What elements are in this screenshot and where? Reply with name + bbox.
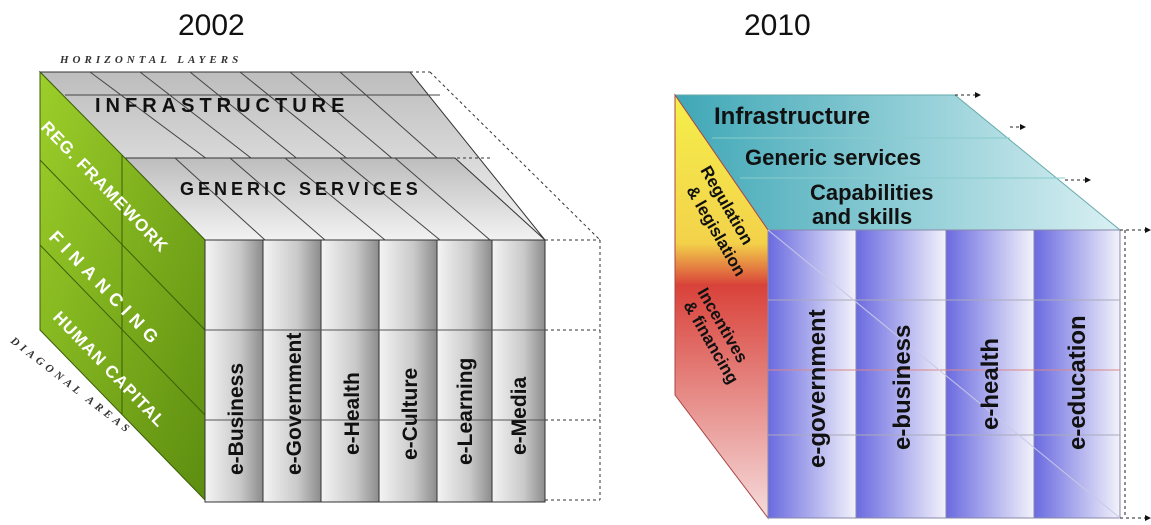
column-e-government — [262, 239, 322, 503]
vertical-columns-2010 — [767, 229, 1121, 519]
column-e-business-2010 — [855, 229, 947, 519]
green-divisions — [39, 155, 206, 416]
column-e-government-2010 — [767, 229, 857, 519]
vertical-e-education-2010: e-education — [1064, 315, 1091, 450]
horizontal-layers-header: HORIZONTAL LAYERS — [59, 54, 242, 66]
vertical-e-business-2010: e-business — [889, 325, 916, 450]
column-e-learning — [436, 239, 493, 503]
layer-generic-services: GENERIC SERVICES — [180, 179, 422, 199]
year-2002: 2002 — [178, 9, 245, 42]
column-e-health-2010 — [945, 229, 1035, 519]
layer-and-skills: and skills — [812, 204, 912, 229]
column-e-health — [320, 239, 380, 503]
layer-generic-services-2010: Generic services — [745, 145, 921, 170]
layer-capabilities: Capabilities — [810, 180, 933, 205]
column-e-business — [204, 239, 264, 503]
layer-infrastructure: INFRASTRUCTURE — [95, 95, 349, 117]
vertical-e-learning: e-Learning — [454, 358, 477, 465]
dashed-guides-2002 — [410, 71, 601, 501]
vertical-e-culture: e-Culture — [399, 368, 422, 460]
arrow-heads-2010 — [975, 92, 1151, 521]
column-e-culture — [378, 239, 438, 503]
dashed-guides-2010 — [955, 94, 1145, 519]
vertical-e-media: e-Media — [508, 376, 531, 455]
generic-services-divisions — [174, 157, 491, 241]
vertical-e-health-2010: e-health — [977, 338, 1004, 430]
vertical-e-business: e-Business — [225, 363, 248, 475]
diagram-2010: 2010 Infrastructure Generic services Cap… — [674, 9, 1151, 521]
column-e-education-2010 — [1033, 229, 1121, 519]
vertical-e-health: e-Health — [341, 372, 364, 455]
infrastructure-divisions — [65, 71, 446, 166]
vertical-e-government: e-Government — [283, 333, 306, 475]
vertical-e-government-2010: e-government — [804, 309, 831, 468]
vertical-columns-2002 — [204, 239, 546, 503]
teal-divisions — [712, 137, 1065, 179]
layer-infrastructure-2010: Infrastructure — [714, 103, 870, 130]
column-e-media — [491, 239, 546, 503]
year-2010: 2010 — [744, 9, 811, 42]
diagram-2002: 2002 HORIZONTAL LAYERS INFRASTRUCTURE GE… — [7, 9, 601, 503]
